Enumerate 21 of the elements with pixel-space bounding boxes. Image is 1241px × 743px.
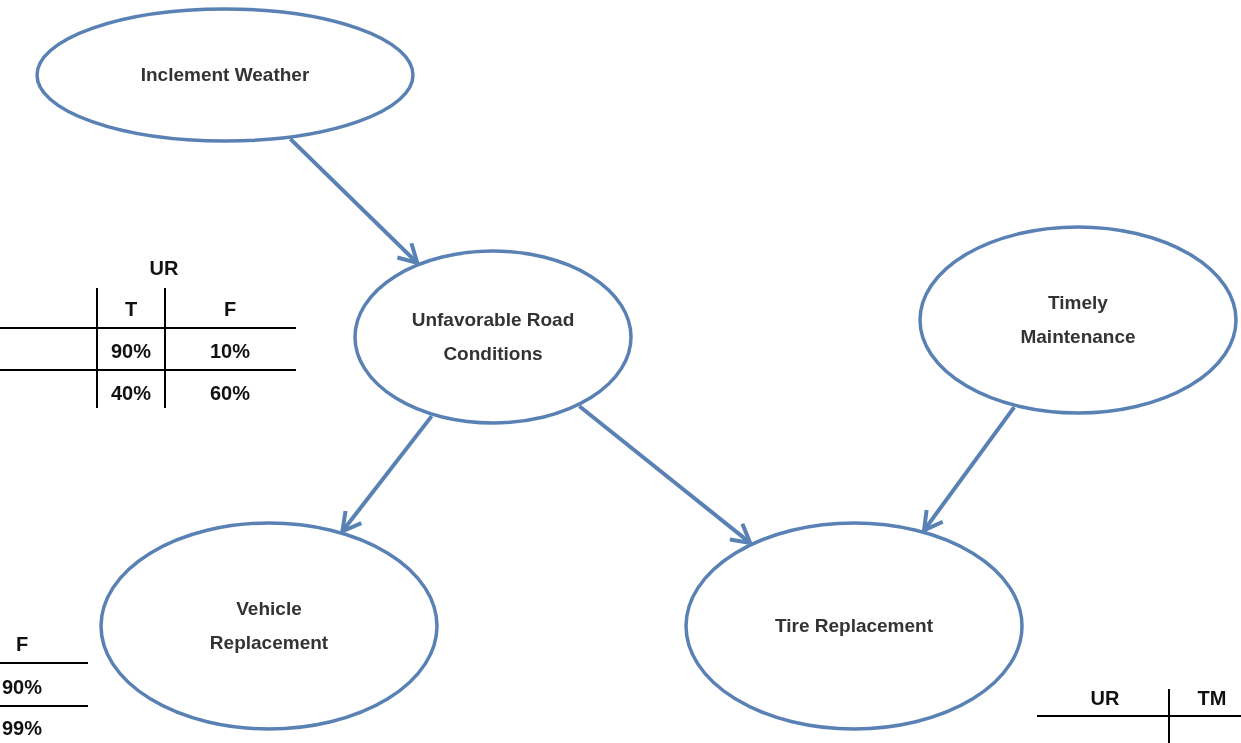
table-header: F xyxy=(223,298,237,321)
arrow xyxy=(288,137,420,265)
table-header: F xyxy=(15,633,29,656)
node-label: Vehicle Replacement xyxy=(208,596,330,655)
node-label: Timely Maintenance xyxy=(1019,290,1137,349)
arrow xyxy=(340,414,434,534)
table-cell: 40% xyxy=(111,382,151,405)
table-cell: 99% xyxy=(2,717,42,740)
node-label: Tire Replacement xyxy=(774,613,934,638)
table-cell: 60% xyxy=(210,382,250,405)
table-cell: 90% xyxy=(111,340,151,363)
table-header: T xyxy=(124,298,138,321)
table-header: TM xyxy=(1197,687,1227,710)
node-label: Unfavorable Road Conditions xyxy=(410,307,576,366)
table-header: UR xyxy=(149,257,179,280)
table-cell: 90% xyxy=(2,676,42,699)
arrow xyxy=(578,404,753,545)
table-header: UR xyxy=(1090,687,1120,710)
node-label: Inclement Weather xyxy=(140,62,310,87)
table-cell: 10% xyxy=(210,340,250,363)
arrow xyxy=(922,405,1016,533)
